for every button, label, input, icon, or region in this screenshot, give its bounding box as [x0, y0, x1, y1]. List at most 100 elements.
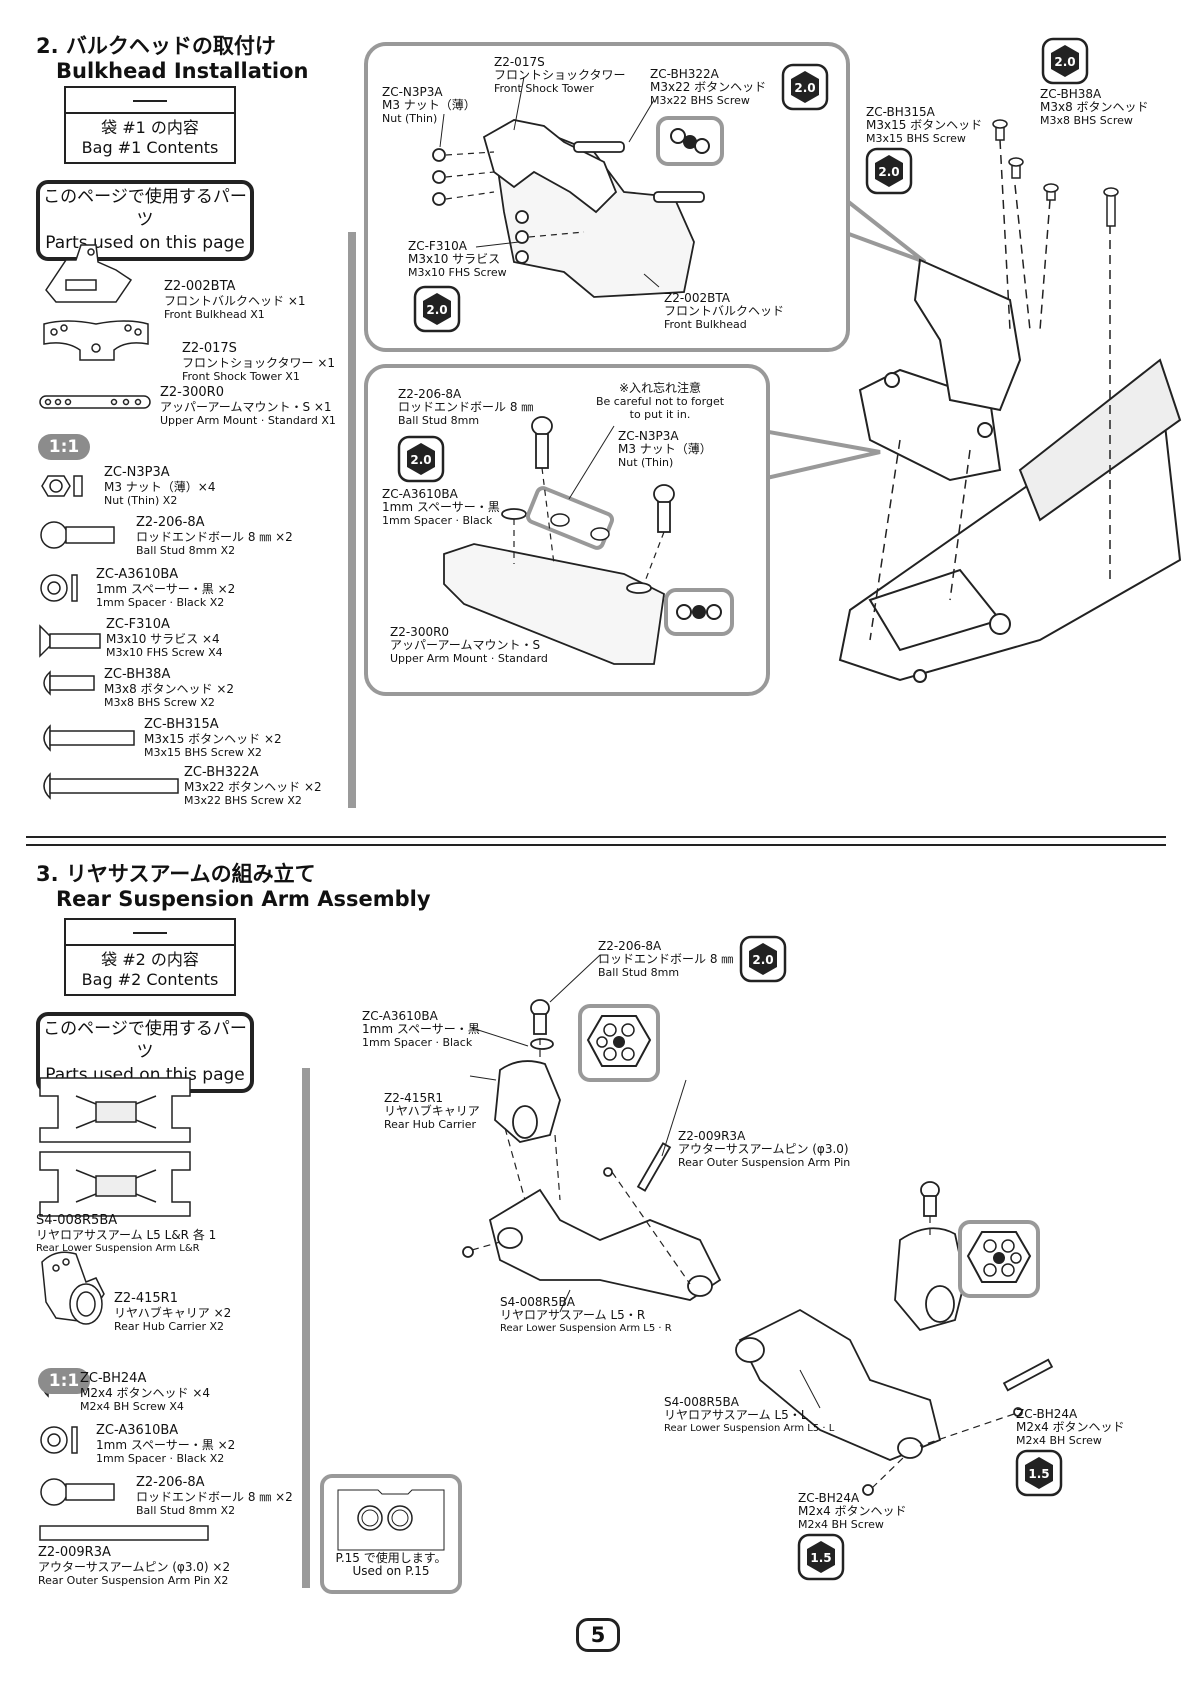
warning-jp: ※入れ忘れ注意 — [618, 381, 702, 395]
label-en: M3x8 BHS Screw — [1040, 114, 1133, 127]
label-en: 1mm Spacer · Black — [362, 1036, 473, 1049]
label-jp: リヤロアサスアーム L5・R — [500, 1308, 646, 1322]
label-code: ZC-BH24A — [798, 1491, 860, 1505]
hex-size-text: 2.0 — [410, 453, 431, 467]
label-jp: M2x4 ボタンヘッド — [1016, 1420, 1125, 1434]
part-jp: 1mm スペーサー・黒 ×2 — [96, 1438, 236, 1452]
part-en: M3x15 BHS Screw X2 — [144, 746, 262, 759]
label-spacer: ZC-A3610BA 1mm スペーサー・黒 1mm Spacer · Blac… — [382, 487, 500, 528]
part-zc-bh38a: ZC-BH38A M3x8 ボタンヘッド ×2 M3x8 BHS Screw X… — [104, 668, 234, 710]
part-z2-206-8a-2: Z2-206-8A ロッドエンドボール 8 ㎜ ×2 Ball Stud 8mm… — [136, 1476, 293, 1518]
part-code: ZC-N3P3A — [104, 465, 170, 480]
spacer-icon — [40, 574, 78, 602]
right-screws — [992, 119, 1119, 227]
part-z2-009r3a: Z2-009R3A アウターサスアームピン (φ3.0) ×2 Rear Out… — [38, 1546, 230, 1588]
label-code: Z2-300R0 — [390, 625, 450, 639]
hex-wrench-badge: 2.0 — [865, 147, 913, 195]
part-code: ZC-A3610BA — [96, 1423, 179, 1438]
label-jp: M3 ナット（薄） — [382, 98, 476, 112]
used-on-p15-box: P.15 で使用します。 Used on P.15 — [320, 1474, 462, 1594]
part-en: M3x8 BHS Screw X2 — [104, 696, 215, 709]
label-jp: アウターサスアームピン (φ3.0) — [678, 1142, 849, 1156]
hex-wrench-badge: 1.5 — [1015, 1449, 1063, 1497]
ball-stud-icon-2 — [40, 1478, 115, 1506]
page-number: 5 — [576, 1618, 620, 1652]
arm-mount-exploded-drawing — [443, 416, 675, 665]
hex-wrench-badge: 2.0 — [739, 935, 787, 983]
label-bh24a-right: ZC-BH24A M2x4 ボタンヘッド M2x4 BH Screw — [1016, 1407, 1125, 1448]
section-3-title-en: Rear Suspension Arm Assembly — [56, 887, 431, 911]
label-en: Nut (Thin) — [382, 112, 438, 125]
hex-wrench-badge: 2.0 — [397, 435, 445, 483]
hex-wrench-badge: 2.0 — [1041, 37, 1089, 85]
used-on-p15-en: Used on P.15 — [352, 1564, 430, 1578]
scale-badge-1: 1:1 — [38, 434, 90, 460]
part-jp: リヤロアサスアーム L5 L&R 各 1 — [36, 1228, 217, 1242]
label-code: S4-008R5BA — [664, 1395, 739, 1409]
part-en: M3x10 FHS Screw X4 — [106, 646, 223, 659]
part-en: Front Bulkhead X1 — [164, 308, 265, 321]
part-zc-f310a: ZC-F310A M3x10 サラビス ×4 M3x10 FHS Screw X… — [106, 618, 223, 660]
part-jp: 1mm スペーサー・黒 ×2 — [96, 582, 236, 596]
part-jp: アウターサスアームピン (φ3.0) ×2 — [38, 1560, 231, 1574]
section-3-divider — [302, 1068, 310, 1588]
label-en: Front Bulkhead — [664, 318, 747, 331]
part-en: Nut (Thin) X2 — [104, 494, 178, 507]
label-jp: ロッドエンドボール 8 ㎜ — [398, 400, 534, 414]
hex-wrench-badge: 2.0 — [781, 63, 829, 111]
label-ball-stud: Z2-206-8A ロッドエンドボール 8 ㎜ Ball Stud 8mm — [398, 388, 534, 428]
label-code: Z2-415R1 — [384, 1091, 444, 1105]
label-jp: 1mm スペーサー・黒 — [382, 500, 500, 514]
hex-size-text: 2.0 — [878, 165, 899, 179]
part-code: ZC-BH24A — [80, 1371, 147, 1386]
part-en: 1mm Spacer · Black X2 — [96, 596, 225, 609]
rear-arm-r-icon — [39, 1077, 191, 1143]
part-code: S4-008R5BA — [36, 1213, 118, 1228]
hex-size-text: 2.0 — [794, 81, 815, 95]
label-bh315a: ZC-BH315A M3x15 ボタンヘッド M3x15 BHS Screw — [866, 106, 982, 146]
label-bh322a: ZC-BH322A M3x22 ボタンヘッド M3x22 BHS Screw — [650, 68, 767, 108]
part-jp: リヤハブキャリア ×2 — [114, 1306, 232, 1320]
section-2-title-jp: 2. バルクヘッドの取付け — [36, 34, 276, 58]
part-jp: M3x10 サラビス ×4 — [106, 632, 220, 646]
spacer-pair-icon — [337, 1489, 445, 1551]
part-jp: ロッドエンドボール 8 ㎜ ×2 — [136, 1490, 293, 1504]
label-code: ZC-A3610BA — [382, 487, 458, 501]
label-hub-carrier: Z2-415R1 リヤハブキャリア Rear Hub Carrier — [384, 1091, 480, 1132]
label-jp: リヤロアサスアーム L5・L — [664, 1408, 808, 1422]
part-code: Z2-009R3A — [38, 1545, 111, 1560]
hex-size-text: 1.5 — [810, 1551, 831, 1565]
part-z2-017s: Z2-017S フロントショックタワー ×1 Front Shock Tower… — [182, 342, 335, 384]
hub-carrier-icon — [41, 1251, 105, 1325]
bag-1-label-en: Bag #1 Contents — [81, 138, 219, 157]
label-code: ZC-BH38A — [1040, 87, 1102, 101]
chassis-drawing — [838, 258, 1182, 683]
label-code: ZC-N3P3A — [382, 85, 443, 99]
part-en: Ball Stud 8mm X2 — [136, 544, 236, 557]
label-arm-l: S4-008R5BA リヤロアサスアーム L5・L Rear Lower Sus… — [664, 1396, 834, 1435]
part-code: ZC-F310A — [106, 617, 170, 632]
label-front-bulkhead: Z2-002BTA フロントバルクヘッド Front Bulkhead — [664, 292, 784, 332]
section-2-part-icons — [39, 244, 179, 800]
part-z2-206-8a: Z2-206-8A ロッドエンドボール 8 ㎜ ×2 Ball Stud 8mm… — [136, 516, 293, 558]
hex-wrench-badge: 1.5 — [797, 1533, 845, 1581]
bhs-screw-22-icon — [43, 772, 179, 800]
used-on-p15-jp: P.15 で使用します。 — [335, 1551, 447, 1565]
label-code: ZC-BH24A — [1016, 1407, 1078, 1421]
part-en: M2x4 BH Screw X4 — [80, 1400, 184, 1413]
position-indicator-box — [656, 116, 724, 166]
label-en: Rear Lower Suspension Arm L5 · L — [664, 1423, 835, 1434]
part-code: Z2-415R1 — [114, 1291, 178, 1306]
shock-tower-exploded-drawing — [432, 76, 705, 298]
position-dots-icon — [676, 604, 722, 620]
part-zc-bh24a: ZC-BH24A M2x4 ボタンヘッド ×4 M2x4 BH Screw X4 — [80, 1372, 210, 1414]
part-jp: M2x4 ボタンヘッド ×4 — [80, 1386, 211, 1400]
front-bulkhead-icon — [45, 244, 133, 303]
part-code: Z2-300R0 — [160, 385, 224, 400]
part-code: Z2-002BTA — [164, 279, 236, 294]
label-jp: ロッドエンドボール 8 ㎜ — [598, 952, 734, 966]
hex-size-text: 1.5 — [1028, 1467, 1049, 1481]
part-jp: フロントショックタワー ×1 — [182, 356, 336, 370]
part-en: M3x22 BHS Screw X2 — [184, 794, 302, 807]
label-jp: M3x22 ボタンヘッド — [650, 80, 767, 94]
